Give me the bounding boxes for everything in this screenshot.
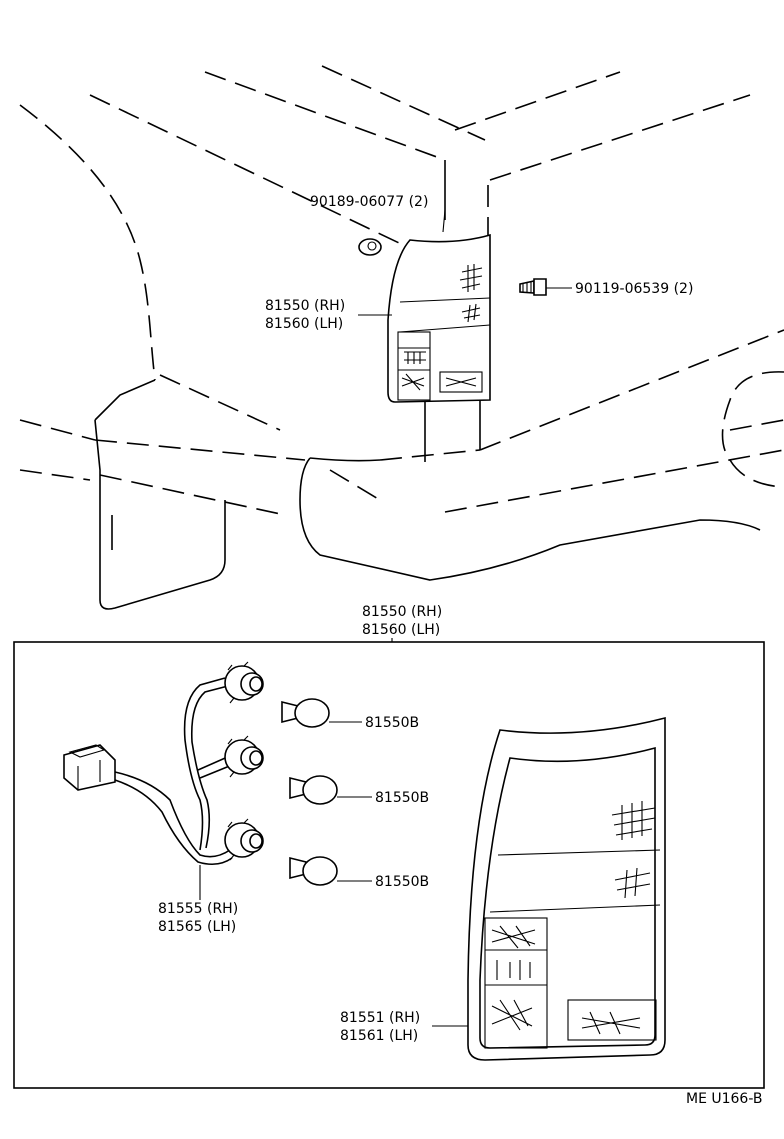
figure-code: ME U166-B	[686, 1091, 763, 1107]
socket-2	[224, 735, 264, 778]
tail-lamp-lens	[467, 716, 666, 1061]
clip-part-number: 90189-06077 (2)	[310, 194, 428, 210]
socket-rh-part-number: 81555 (RH)	[158, 901, 238, 917]
lens-rh-part-number: 81551 (RH)	[340, 1010, 420, 1026]
bulb-icon-2	[289, 775, 338, 805]
lamp-rh-part-number-top: 81550 (RH)	[265, 298, 345, 314]
lamp-lh-part-number-box: 81560 (LH)	[362, 622, 440, 638]
socket-wire-harness	[63, 661, 264, 900]
screw-part-number: 90119-06539 (2)	[575, 281, 693, 297]
socket-3	[224, 818, 264, 861]
socket-lh-part-number: 81565 (LH)	[158, 919, 236, 935]
bulb-part-number-1: 81550B	[365, 715, 419, 731]
lens-lh-part-number: 81561 (LH)	[340, 1028, 418, 1044]
upper-tail-lamp	[387, 233, 491, 403]
bulb-part-number-2: 81550B	[375, 790, 429, 806]
bulb-part-number-3: 81550B	[375, 874, 429, 890]
socket-1	[224, 661, 264, 704]
lamp-rh-part-number-box: 81550 (RH)	[362, 604, 442, 620]
lamp-lh-part-number-top: 81560 (LH)	[265, 316, 343, 332]
clip-icon	[358, 238, 382, 256]
bulb-icon-1	[281, 698, 330, 728]
exploded-view-frame	[13, 641, 765, 1089]
screw-icon	[519, 278, 547, 296]
bulb-icon-3	[289, 856, 338, 886]
